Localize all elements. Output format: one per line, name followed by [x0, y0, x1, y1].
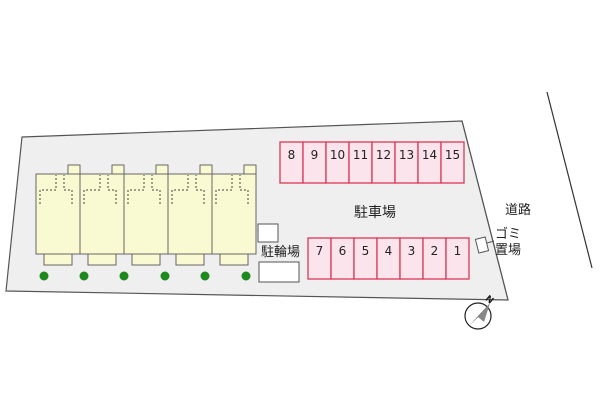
unit-interior-line	[151, 175, 161, 204]
parking-space-number: 4	[385, 244, 393, 258]
parking-space-number: 2	[431, 244, 439, 258]
parking-space-number: 6	[339, 244, 347, 258]
parking-top-space	[440, 141, 465, 184]
compass-arrow-tail-icon	[478, 303, 490, 322]
unit-entrance	[175, 253, 205, 266]
unit-interior-line	[39, 175, 57, 204]
bicycle-parking-label: 駐輪場	[261, 244, 300, 260]
unit-roof-bump	[199, 164, 213, 175]
garbage-box	[474, 236, 490, 254]
unit-interior-line	[63, 175, 73, 204]
unit-interior-line	[171, 175, 189, 204]
parking-row-top: 8 9 10 11 12 13 14 15	[279, 141, 465, 184]
unit-interior-line	[215, 175, 233, 204]
parking-space-number: 3	[408, 244, 416, 258]
tree-icon	[119, 271, 129, 281]
unit-interior-line	[107, 175, 117, 204]
bicycle-parking-area	[257, 223, 279, 243]
tree-icon	[241, 271, 251, 281]
unit-interior-line	[127, 175, 145, 204]
apartment-unit	[35, 173, 81, 255]
parking-label: 駐車場	[354, 204, 396, 221]
unit-interior-line	[83, 175, 101, 204]
compass-arrow-icon	[470, 303, 490, 325]
apartment-unit	[167, 173, 213, 255]
parking-space-number: 7	[316, 244, 324, 258]
parking-space-number: 5	[362, 244, 370, 258]
tree-icon	[39, 271, 49, 281]
tree-icon	[79, 271, 89, 281]
unit-entrance	[87, 253, 117, 266]
apartment-building	[35, 164, 257, 266]
tree-row	[39, 271, 251, 281]
road-label: 道路	[505, 202, 531, 218]
garbage-area: ゴミ 置場	[474, 226, 521, 258]
apartment-unit	[211, 173, 257, 255]
parking-space-number: 14	[422, 148, 437, 162]
parking-space-number: 1	[454, 244, 462, 258]
road-far-edge-line	[546, 91, 593, 269]
parking-space-number: 15	[445, 148, 460, 162]
unit-entrance	[43, 253, 73, 266]
unit-entrance	[131, 253, 161, 266]
unit-entrance	[219, 253, 249, 266]
parking-space-number: 13	[399, 148, 414, 162]
tree-icon	[200, 271, 210, 281]
parking-space-number: 8	[288, 148, 296, 162]
parking-space-number: 12	[376, 148, 391, 162]
parking-space-number: 11	[353, 148, 368, 162]
apartment-unit	[123, 173, 169, 255]
parking-space-number: 10	[330, 148, 345, 162]
garbage-label-line1: ゴミ	[495, 226, 521, 242]
parking-bottom-space	[445, 237, 470, 280]
unit-roof-bump	[111, 164, 125, 175]
parking-space-number: 9	[311, 148, 319, 162]
apartment-unit	[79, 173, 125, 255]
north-compass: N	[464, 294, 495, 330]
unit-roof-bump	[243, 164, 257, 175]
garbage-label-line2: 置場	[495, 243, 521, 258]
garbage-box-line	[486, 240, 495, 244]
unit-roof-bump	[67, 164, 81, 175]
parking-row-bottom: 7 6 5 4 3 2 1	[307, 237, 470, 280]
unit-interior-line	[195, 175, 205, 204]
tree-icon	[160, 271, 170, 281]
unit-roof-bump	[155, 164, 169, 175]
unit-interior-line	[239, 175, 249, 204]
bicycle-parking-shed	[258, 261, 300, 283]
